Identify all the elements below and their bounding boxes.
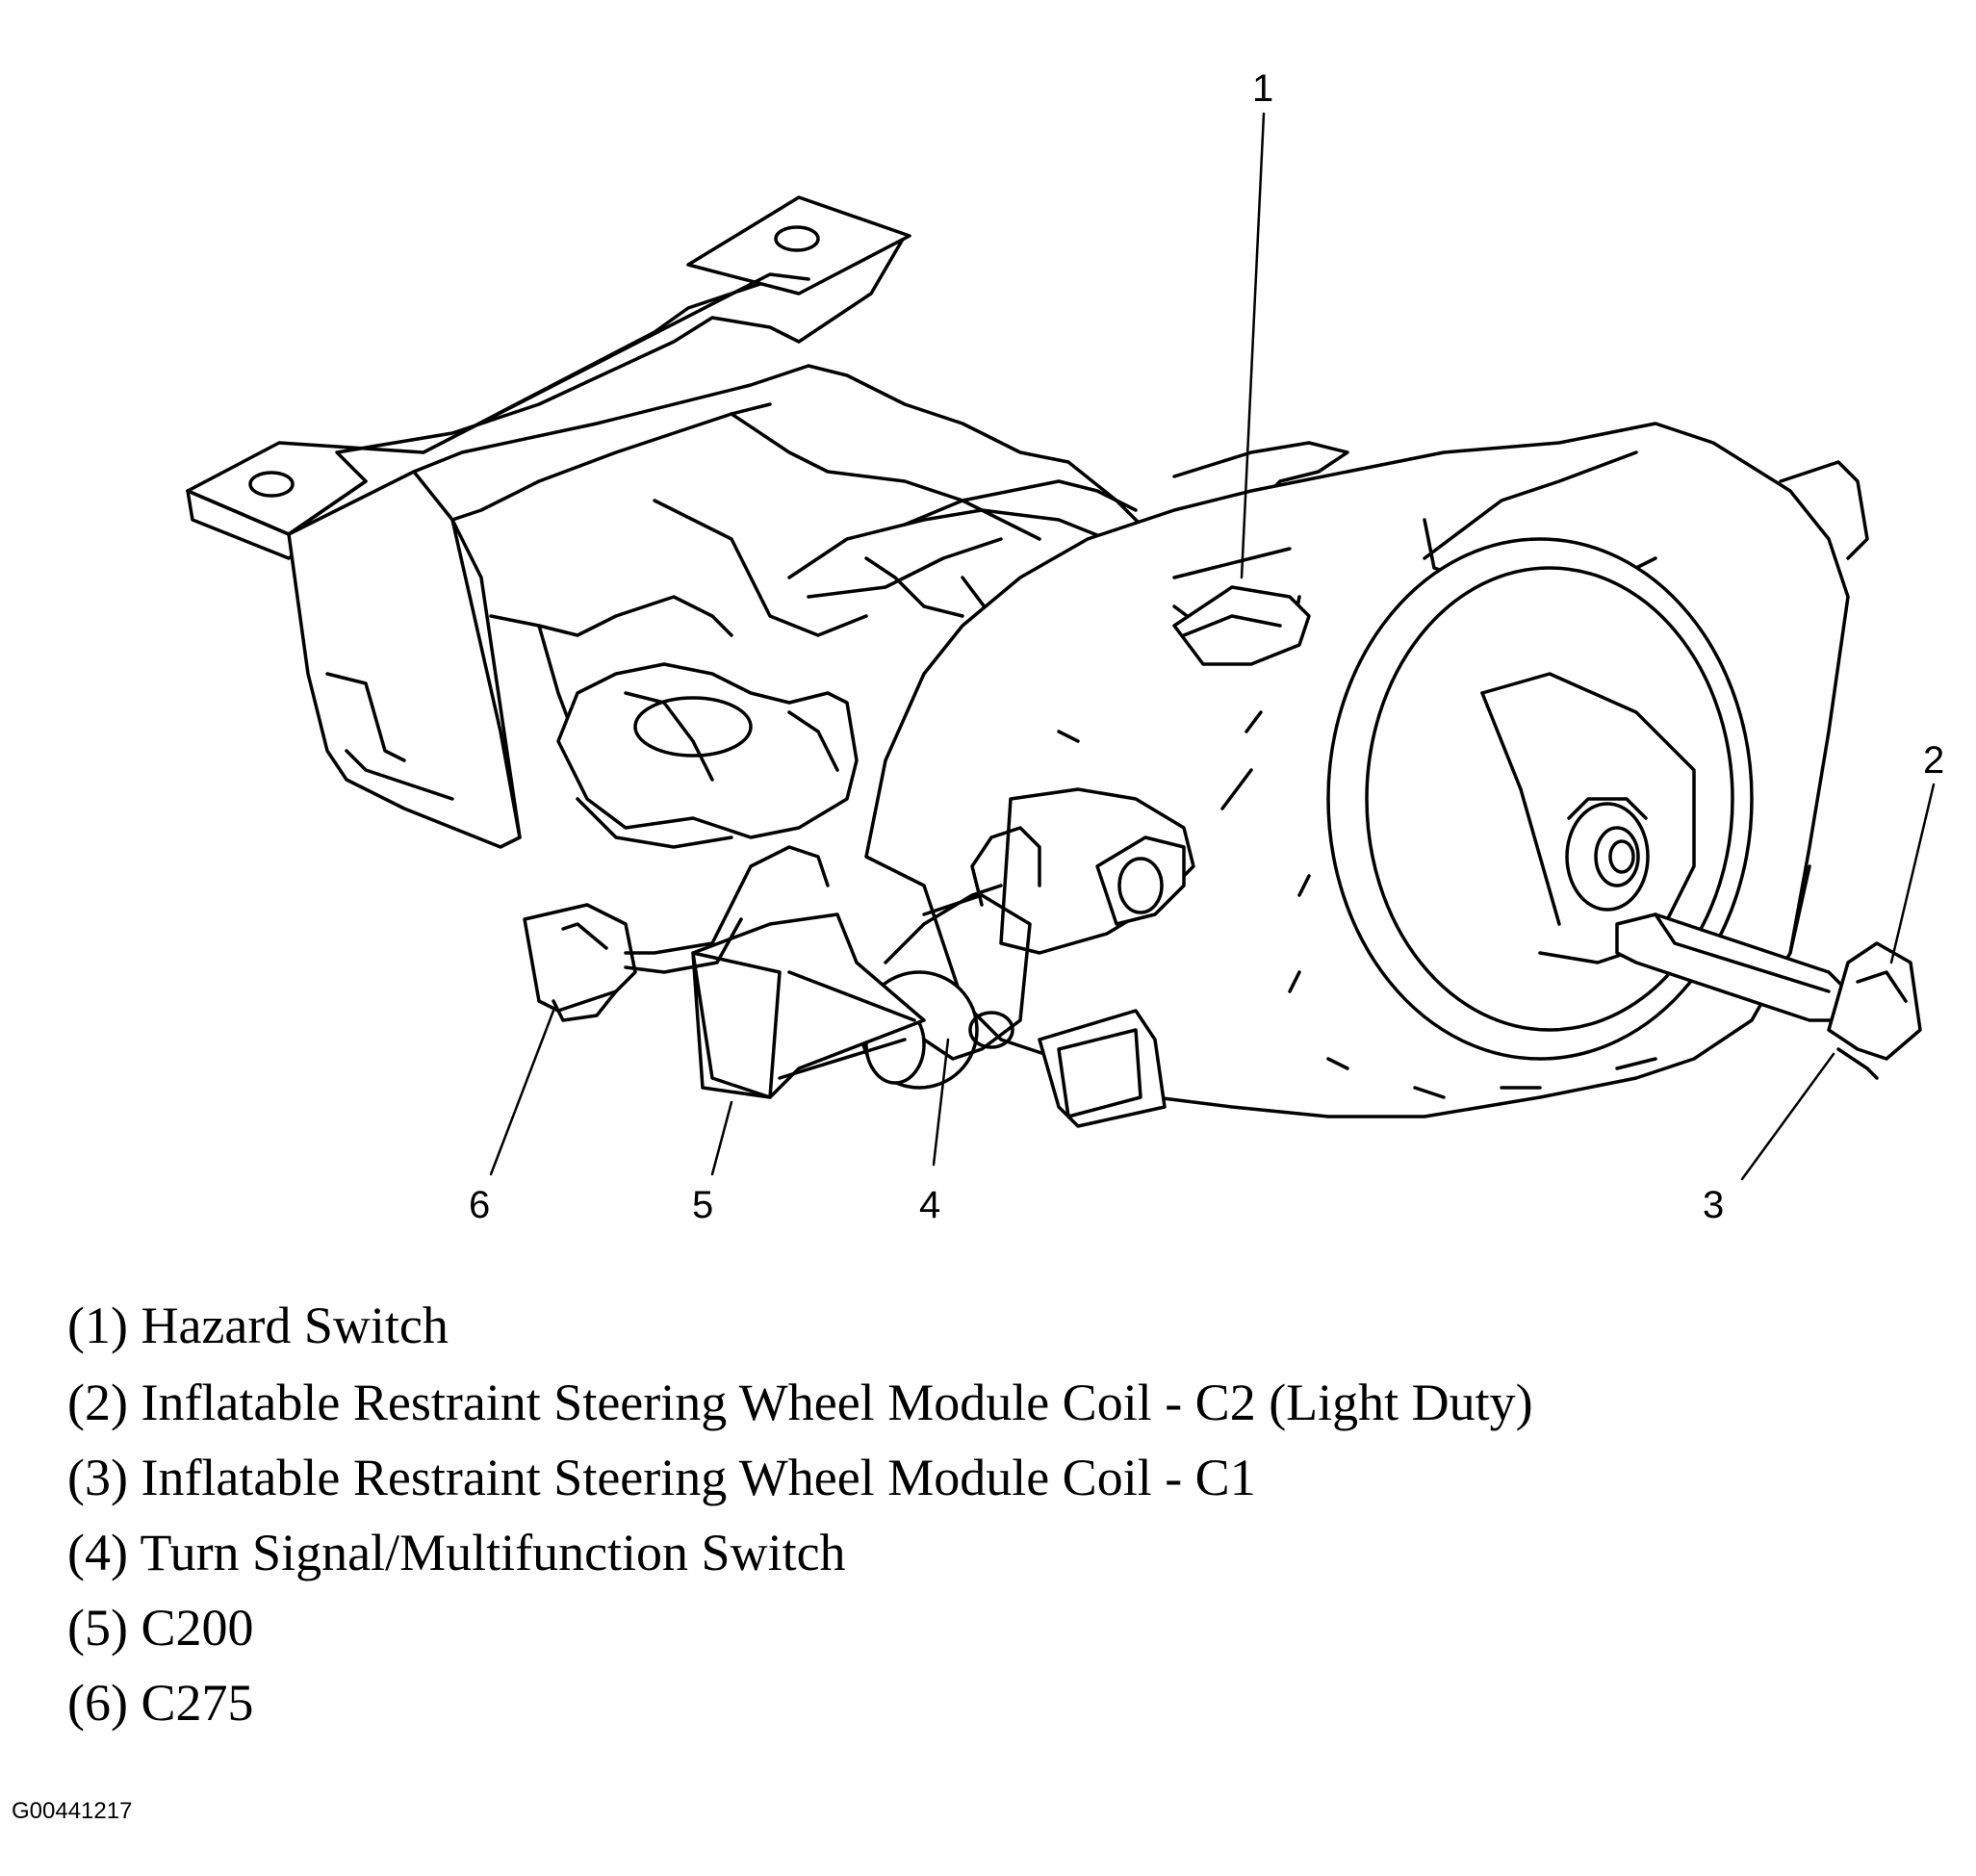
legend-item-2: (2) Inflatable Restraint Steering Wheel … <box>67 1374 1533 1431</box>
tilt-housing <box>556 662 859 849</box>
hazard-switch <box>1172 585 1311 666</box>
c200-connector <box>691 912 926 1099</box>
callout-5: 5 <box>692 1184 714 1226</box>
coil-connector <box>1615 912 1922 1080</box>
leader-6 <box>489 1009 555 1176</box>
legend-item-1: (1) Hazard Switch <box>67 1297 449 1354</box>
leader-2 <box>1889 783 1936 964</box>
callout-3: 3 <box>1703 1184 1725 1226</box>
leader-5 <box>710 1100 733 1176</box>
legend-item-3: (3) Inflatable Restraint Steering Wheel … <box>67 1449 1256 1506</box>
leader-3 <box>1740 1052 1835 1181</box>
c275-connector <box>523 845 830 1022</box>
legend-item-5: (5) C200 <box>67 1599 254 1657</box>
lower-bracket <box>1038 1009 1167 1128</box>
callout-6: 6 <box>469 1184 491 1226</box>
multifunction-switch <box>860 787 1195 1090</box>
mounting-bracket <box>186 195 911 560</box>
figure-id: G00441217 <box>12 1798 133 1824</box>
callout-1: 1 <box>1252 67 1274 110</box>
legend-item-4: (4) Turn Signal/Multifunction Switch <box>67 1524 846 1581</box>
leader-lines <box>489 112 1936 1181</box>
legend-item-6: (6) C275 <box>67 1674 254 1732</box>
callout-2: 2 <box>1923 739 1945 782</box>
leader-1 <box>1240 112 1266 579</box>
callout-4: 4 <box>919 1184 941 1226</box>
column-frame <box>287 364 1349 849</box>
leader-4 <box>932 1038 950 1167</box>
